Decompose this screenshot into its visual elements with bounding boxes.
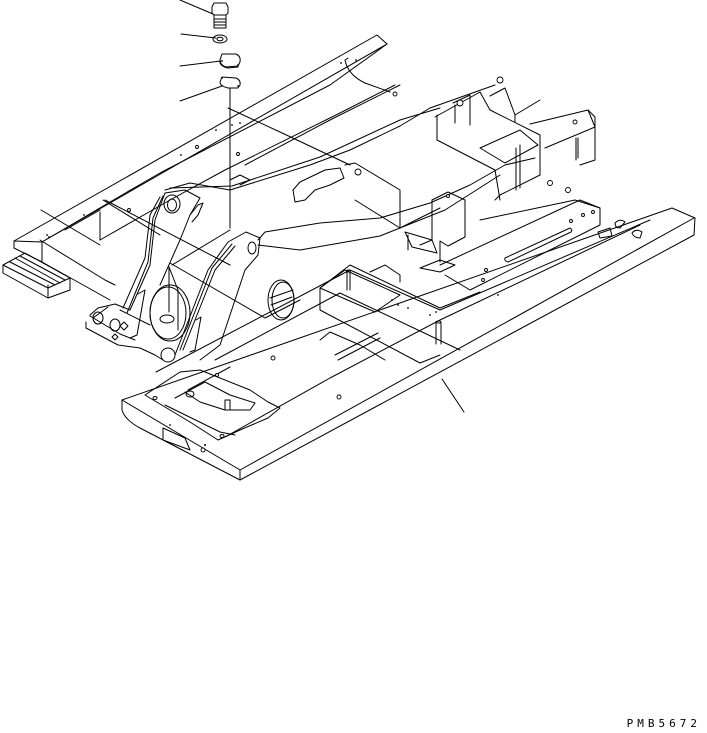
cover-plate-lower-icon (219, 76, 241, 89)
assembly-axis-line (168, 87, 231, 313)
callout-2-leader (180, 33, 217, 39)
cover-plate-upper-icon (219, 53, 241, 69)
callout-leaders (179, 0, 465, 413)
front-cross-member (439, 199, 643, 291)
cab-floor-plate (144, 331, 386, 441)
callout-5-leader (441, 378, 465, 413)
boom-bracket-left (85, 189, 204, 361)
washer-icon (212, 34, 228, 44)
bolt-icon (211, 2, 229, 29)
callout-3-leader (179, 60, 222, 67)
drawing-number: PMB5672 (626, 717, 701, 730)
frame-interior (104, 84, 401, 326)
swing-motor-opening (267, 279, 295, 321)
deck-block (319, 259, 481, 364)
center-frame (164, 76, 596, 263)
callout-4-leader (179, 85, 223, 102)
right-side-rail (121, 207, 696, 481)
callout-1-leader (179, 0, 214, 15)
left-side-rail (13, 34, 398, 301)
rear-step (2, 252, 71, 299)
boom-bracket-right (174, 157, 536, 361)
